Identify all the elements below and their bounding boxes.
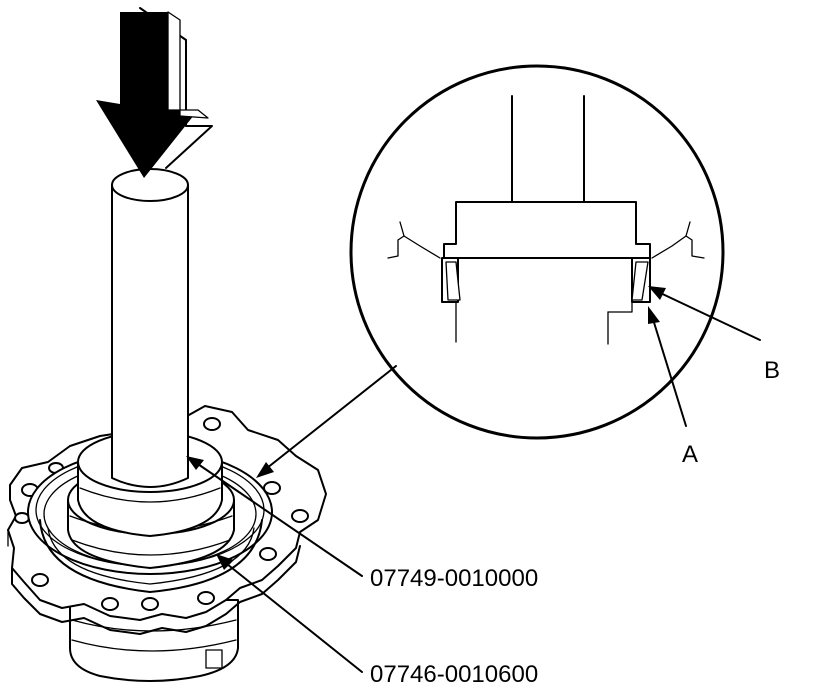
detail-inset (349, 64, 761, 440)
press-direction-arrow-icon (96, 7, 213, 178)
tool-number-attachment: 07746-0010600 (370, 661, 538, 688)
callout-label-b: B (764, 357, 780, 384)
tool-leaders (186, 456, 363, 673)
tool-number-handle: 07749-0010000 (370, 565, 538, 592)
detail-leader (256, 365, 397, 478)
driver-handle (111, 168, 189, 488)
hub-lower-body (69, 599, 239, 682)
callout-label-a: A (682, 441, 698, 468)
